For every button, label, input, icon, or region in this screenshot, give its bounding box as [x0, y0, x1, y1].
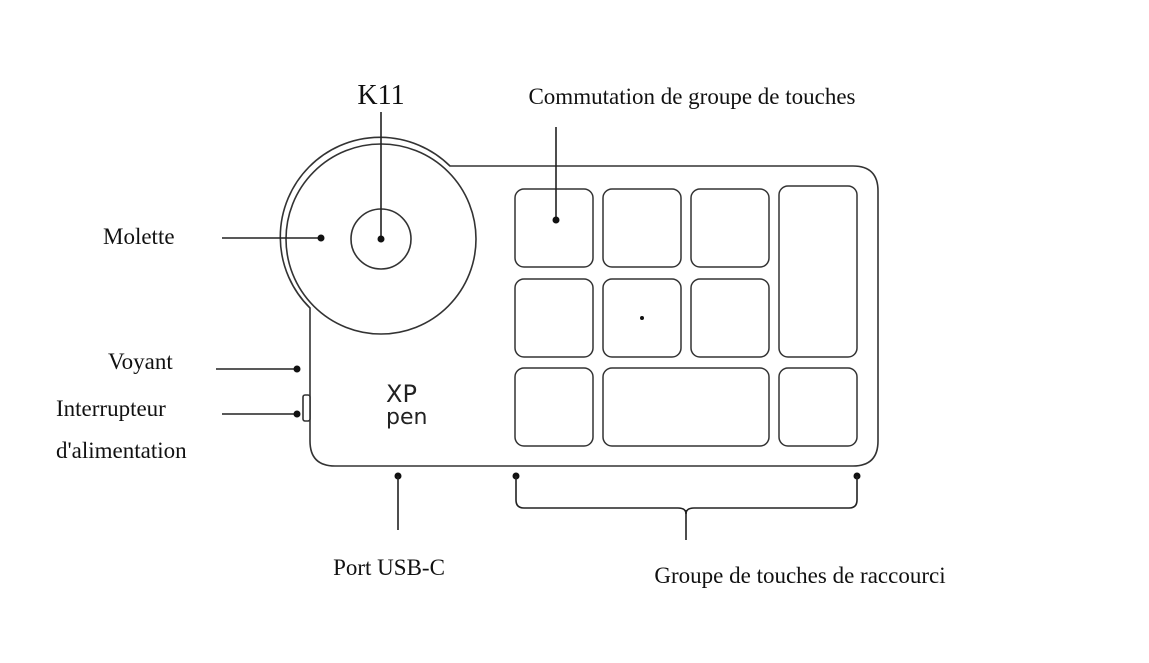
- key-tall: [778, 185, 858, 358]
- svg-text:pen: pen: [386, 405, 427, 430]
- key: [602, 188, 682, 268]
- shortcut-keys: [514, 185, 858, 447]
- key-wide: [602, 367, 770, 447]
- power-switch: [302, 394, 311, 422]
- key: [514, 278, 594, 358]
- key: [778, 367, 858, 447]
- label-dial: Molette: [103, 224, 175, 249]
- xppen-logo: XP pen: [386, 380, 427, 430]
- key: [514, 188, 594, 268]
- label-usb-port: Port USB-C: [333, 555, 445, 580]
- svg-text:XP: XP: [386, 380, 417, 408]
- key: [690, 188, 770, 268]
- label-key-group-switch: Commutation de groupe de touches: [528, 84, 855, 109]
- callouts: [216, 112, 861, 540]
- label-power-switch-1: Interrupteur: [56, 396, 166, 421]
- key: [690, 278, 770, 358]
- label-k11: K11: [357, 80, 404, 111]
- label-power-switch-2: d'alimentation: [56, 438, 187, 463]
- key: [514, 367, 594, 447]
- label-shortcut-keys: Groupe de touches de raccourci: [654, 563, 945, 588]
- label-indicator: Voyant: [108, 349, 173, 374]
